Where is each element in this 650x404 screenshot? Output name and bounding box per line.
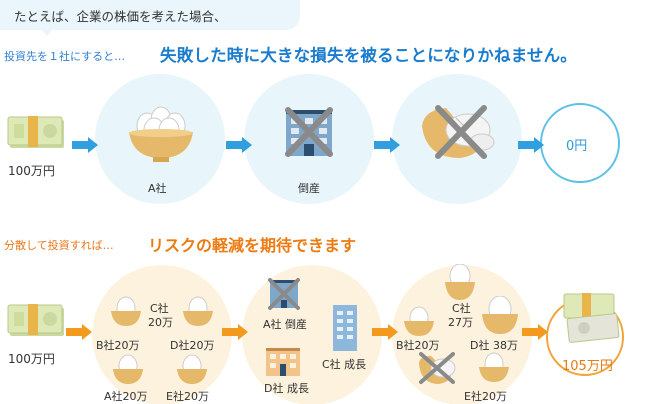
broken-egg-icon [419, 352, 456, 384]
egg-bowl-icon [404, 306, 434, 336]
scenario1-step1-label: A社 [148, 182, 167, 195]
alloc-c-amount: 20万 [148, 316, 173, 329]
arrow-right-icon [522, 324, 548, 340]
egg-bowl-icon [177, 354, 207, 384]
outcome-c-label: C社 成長 [322, 358, 367, 371]
after-d-label: D社 38万 [470, 339, 518, 352]
building-icon [333, 305, 357, 351]
money-bundle-icon [7, 304, 64, 336]
arrow-right-icon [226, 137, 252, 153]
scenario1-lead-big: 失敗した時に大きな損失を被ることになりかねません。 [160, 46, 578, 65]
alloc-a-label: A社20万 [104, 390, 148, 403]
egg-bowl-icon [111, 296, 141, 326]
building-icon [266, 348, 300, 376]
outcome-d-label: D社 成長 [264, 382, 309, 395]
alloc-e-label: E社20万 [166, 390, 209, 403]
scenario1-result: 0円 [566, 139, 588, 154]
arrow-right-icon [374, 137, 400, 153]
money-bundle-icon [7, 116, 64, 148]
arrow-right-icon [222, 324, 248, 340]
egg-bowl-icon [445, 264, 475, 300]
arrow-right-icon [66, 324, 92, 340]
result-ring [540, 103, 620, 183]
bubble-tail [40, 28, 54, 36]
arrow-right-icon [518, 137, 544, 153]
intro-bubble [0, 0, 300, 30]
scenario2-lead-big: リスクの軽減を期待できます [148, 236, 357, 255]
money-bundle-icon [563, 293, 620, 343]
cross-icon [435, 105, 487, 159]
scenario2-result: 105万円 [562, 359, 613, 374]
egg-bowl-icon [183, 296, 213, 326]
alloc-d-label: D社20万 [170, 339, 215, 352]
arrow-right-icon [372, 324, 398, 340]
egg-bowl-icon [482, 296, 518, 334]
after-c-label: C社 [452, 302, 471, 315]
scenario2-start-amount: 100万円 [8, 352, 55, 366]
cross-icon [285, 107, 333, 157]
circle-outcomes [242, 265, 382, 404]
cross-icon [268, 278, 300, 310]
egg-bowl-icon [113, 354, 143, 384]
scenario1-lead-small: 投資先を１社にすると… [4, 50, 126, 63]
egg-bowl-icon [129, 106, 193, 162]
outcome-a-label: A社 倒産 [263, 318, 308, 331]
after-e-label: E社20万 [464, 390, 507, 403]
circle-allocation [92, 265, 232, 404]
alloc-c-label: C社 [150, 302, 169, 315]
after-c-amount: 27万 [448, 316, 473, 329]
arrow-right-icon [72, 137, 98, 153]
intro-text: たとえば、企業の株価を考えた場合、 [14, 9, 227, 24]
egg-bowl-icon [479, 352, 509, 382]
alloc-b-label: B社20万 [96, 339, 140, 352]
scenario1-step2-label: 倒産 [298, 182, 320, 195]
after-b-label: B社20万 [396, 339, 440, 352]
scenario1-start-amount: 100万円 [8, 164, 55, 178]
scenario2-lead-small: 分散して投資すれば… [4, 239, 114, 252]
